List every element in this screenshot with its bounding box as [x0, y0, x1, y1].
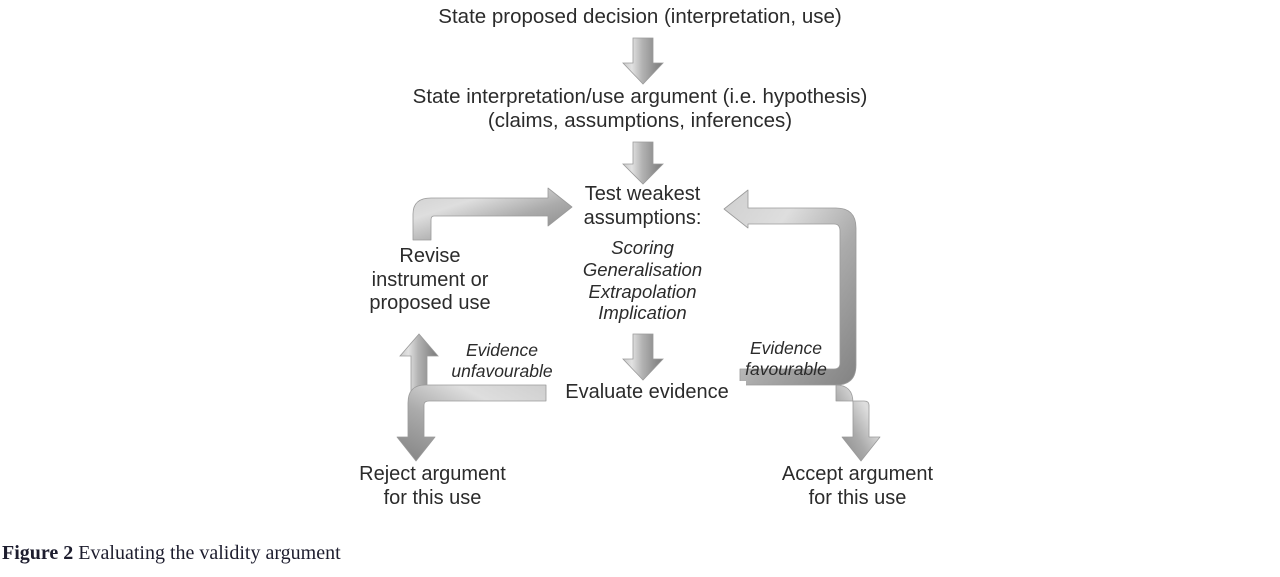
arrow-revise-to-test [412, 187, 573, 241]
figure-caption-label: Figure 2 [2, 542, 74, 564]
node-revise-instrument-or-proposed-use: Revise instrument or proposed use [369, 245, 491, 315]
arrow-argument-to-test [622, 141, 664, 185]
node-state-interpretation-use-argument: State interpretation/use argument (i.e. … [412, 85, 868, 133]
node-test-weakest-assumptions-title: Test weakest assumptions: [583, 183, 702, 229]
node-test-weakest-assumptions-items: Scoring Generalisation Extrapolation Imp… [582, 237, 703, 324]
node-reject-argument-for-this-use: Reject argument for this use [359, 463, 506, 509]
figure-caption: Figure 2 Evaluating the validity argumen… [2, 542, 341, 565]
arrow-evaluate-to-accept [835, 384, 881, 462]
node-accept-argument-for-this-use: Accept argument for this use [781, 463, 934, 509]
edge-label-evidence-favourable: Evidence favourable [745, 338, 827, 379]
node-state-proposed-decision: State proposed decision (interpretation,… [438, 5, 842, 28]
node-evaluate-evidence: Evaluate evidence [548, 381, 746, 405]
figure-caption-text: Evaluating the validity argument [78, 542, 341, 564]
edge-label-evidence-unfavourable: Evidence unfavourable [451, 340, 553, 381]
arrow-decision-to-argument [622, 37, 664, 85]
arrow-evaluate-to-reject [396, 384, 547, 462]
arrow-favourable-to-test [723, 189, 857, 386]
arrow-test-to-evaluate [622, 333, 664, 381]
